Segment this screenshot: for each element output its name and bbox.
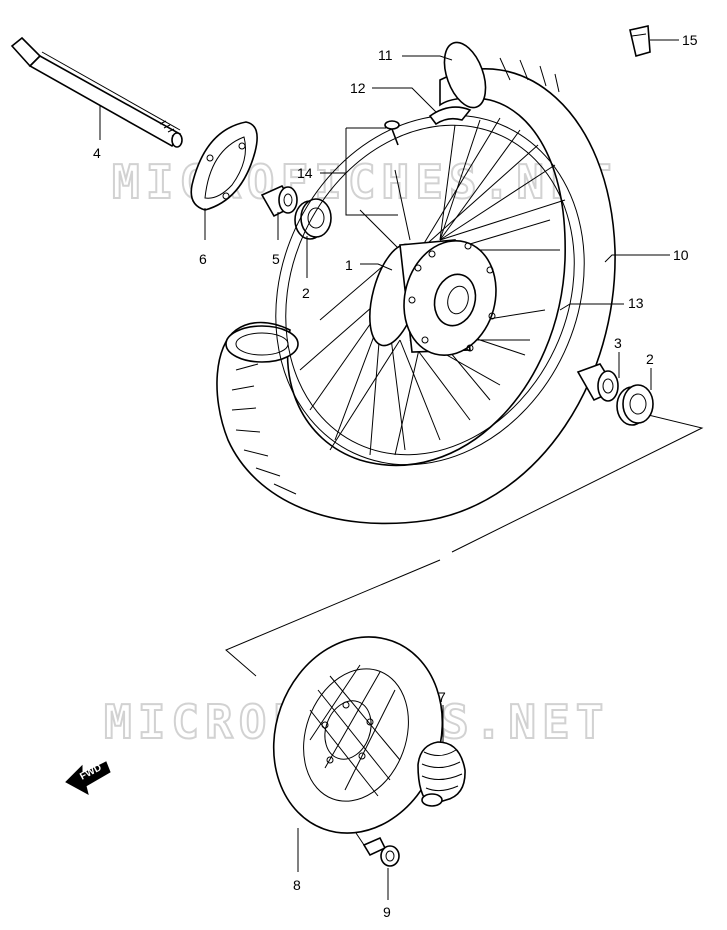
spoke-nipple bbox=[629, 25, 651, 58]
bearing-left bbox=[294, 198, 332, 240]
callout-15: 15 bbox=[682, 32, 698, 48]
brake-disc bbox=[272, 636, 444, 834]
callout-2-right: 2 bbox=[646, 351, 654, 367]
callout-11: 11 bbox=[378, 47, 393, 63]
speedometer-gearbox bbox=[417, 741, 466, 807]
rim bbox=[275, 114, 585, 466]
spacer-right bbox=[576, 363, 619, 402]
callout-8: 8 bbox=[293, 877, 301, 893]
rim-band bbox=[428, 106, 472, 126]
bearing-right bbox=[616, 384, 654, 426]
callout-7: 7 bbox=[438, 689, 446, 705]
callout-2-left: 2 bbox=[302, 285, 310, 301]
callout-10: 10 bbox=[673, 247, 689, 263]
hub-cover-plate bbox=[190, 121, 258, 211]
spacer bbox=[260, 184, 298, 218]
tire bbox=[216, 41, 616, 525]
callout-3: 3 bbox=[614, 335, 622, 351]
assembly-guide-lines bbox=[225, 409, 704, 677]
disc-bolt bbox=[362, 836, 400, 867]
watermark-top: MICROFICHES.NET bbox=[112, 155, 617, 209]
hub bbox=[369, 239, 497, 357]
callout-9: 9 bbox=[383, 904, 391, 920]
callout-4: 4 bbox=[93, 145, 101, 161]
callout-13: 13 bbox=[628, 295, 644, 311]
callout-6: 6 bbox=[199, 251, 207, 267]
spoke-screw bbox=[384, 120, 400, 146]
callout-14: 14 bbox=[297, 165, 313, 181]
callout-5: 5 bbox=[272, 251, 280, 267]
callout-1: 1 bbox=[345, 257, 353, 273]
callout-12: 12 bbox=[350, 80, 366, 96]
axle bbox=[10, 36, 183, 148]
fwd-arrow-icon: FWD bbox=[65, 761, 111, 795]
leader-lines bbox=[99, 39, 679, 900]
callout-labels: 4 6 5 2 1 12 11 14 10 13 3 2 15 7 8 9 bbox=[93, 32, 698, 920]
